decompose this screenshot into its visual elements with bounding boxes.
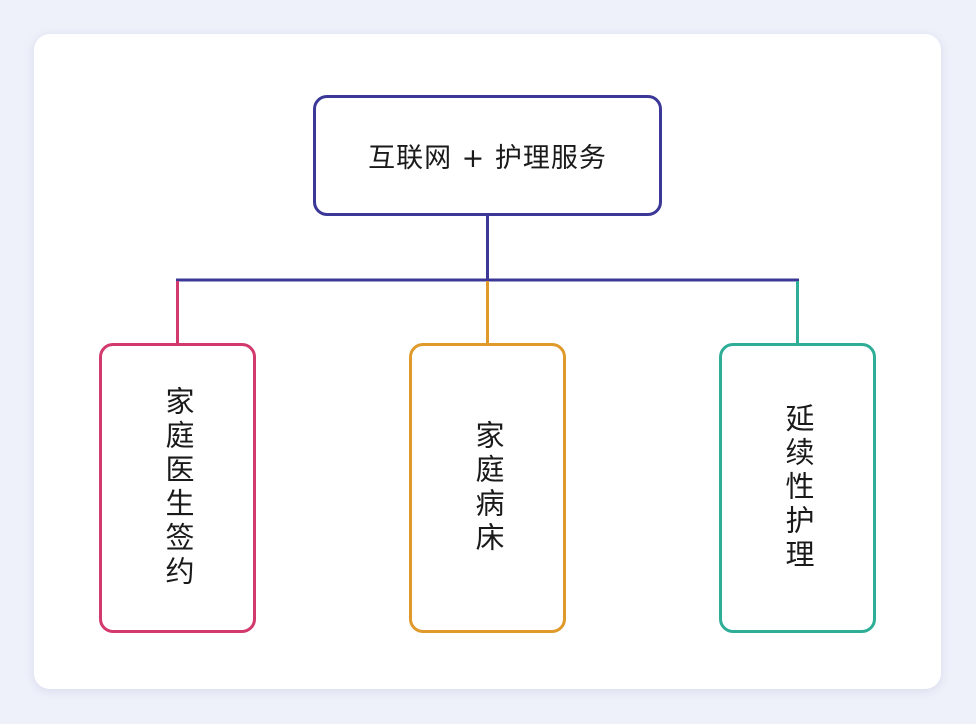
child-node-label: 延续性护理 <box>781 403 815 573</box>
child-node-continuing-care: 延续性护理 <box>719 343 876 633</box>
child-node-label: 家庭医生签约 <box>161 386 195 590</box>
root-node: 互联网 + 护理服务 <box>313 95 662 216</box>
child-node-label: 家庭病床 <box>471 420 505 556</box>
child-node-family-doctor: 家庭医生签约 <box>99 343 256 633</box>
root-node-label: 互联网 + 护理服务 <box>368 143 607 174</box>
child-node-home-bed: 家庭病床 <box>409 343 566 633</box>
